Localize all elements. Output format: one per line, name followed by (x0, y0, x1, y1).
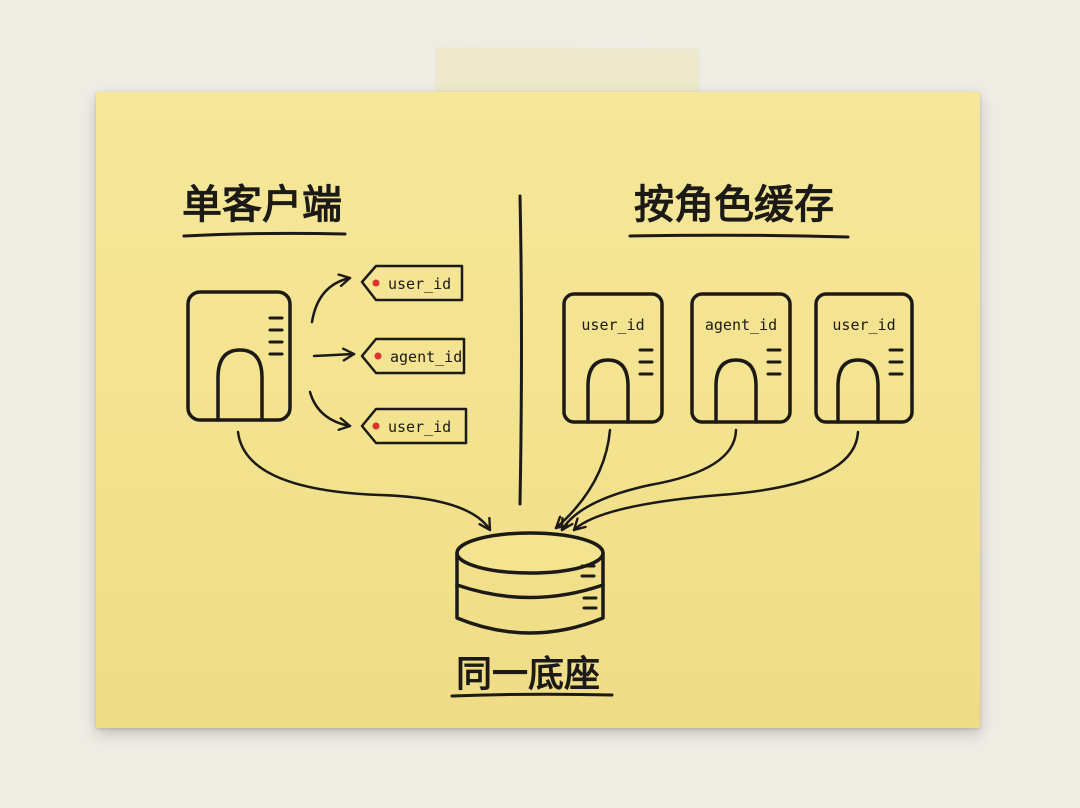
role-server-label-3: user_id (832, 316, 895, 334)
tag-label-1: user_id (388, 275, 451, 293)
arrow-icon-to-tag-2 (312, 347, 356, 362)
arrow-icon-role1-to-db (554, 428, 612, 530)
tag-label-2: agent_id (390, 348, 462, 366)
tag-icon-1: user_id (360, 264, 464, 302)
arrow-icon-to-tag-1 (310, 273, 352, 324)
bottom-title: 同一底座 (456, 654, 600, 695)
bottom-title-underline (450, 692, 614, 698)
role-server-icon-2: agent_id (690, 292, 792, 424)
role-server-icon-3: user_id (814, 292, 914, 424)
arrow-icon-to-tag-3 (308, 390, 352, 431)
role-server-icon-1: user_id (562, 292, 664, 424)
arrow-icon-role3-to-db (572, 430, 860, 532)
role-server-label-1: user_id (581, 316, 644, 334)
tag-icon-2: agent_id (360, 337, 466, 375)
sticky-note (96, 92, 980, 728)
role-server-label-2: agent_id (705, 316, 777, 334)
database-icon (455, 531, 605, 635)
arrow-icon-client-to-db (236, 430, 492, 532)
tag-icon-3: user_id (360, 407, 468, 445)
section-divider (518, 194, 523, 506)
right-title-underline (628, 233, 850, 239)
left-title-underline (182, 231, 347, 238)
right-title: 按角色缓存 (634, 182, 834, 228)
left-title: 单客户端 (182, 182, 342, 228)
tag-label-3: user_id (388, 418, 451, 436)
client-server-icon (186, 290, 292, 422)
arrow-icon-role2-to-db (560, 428, 738, 532)
